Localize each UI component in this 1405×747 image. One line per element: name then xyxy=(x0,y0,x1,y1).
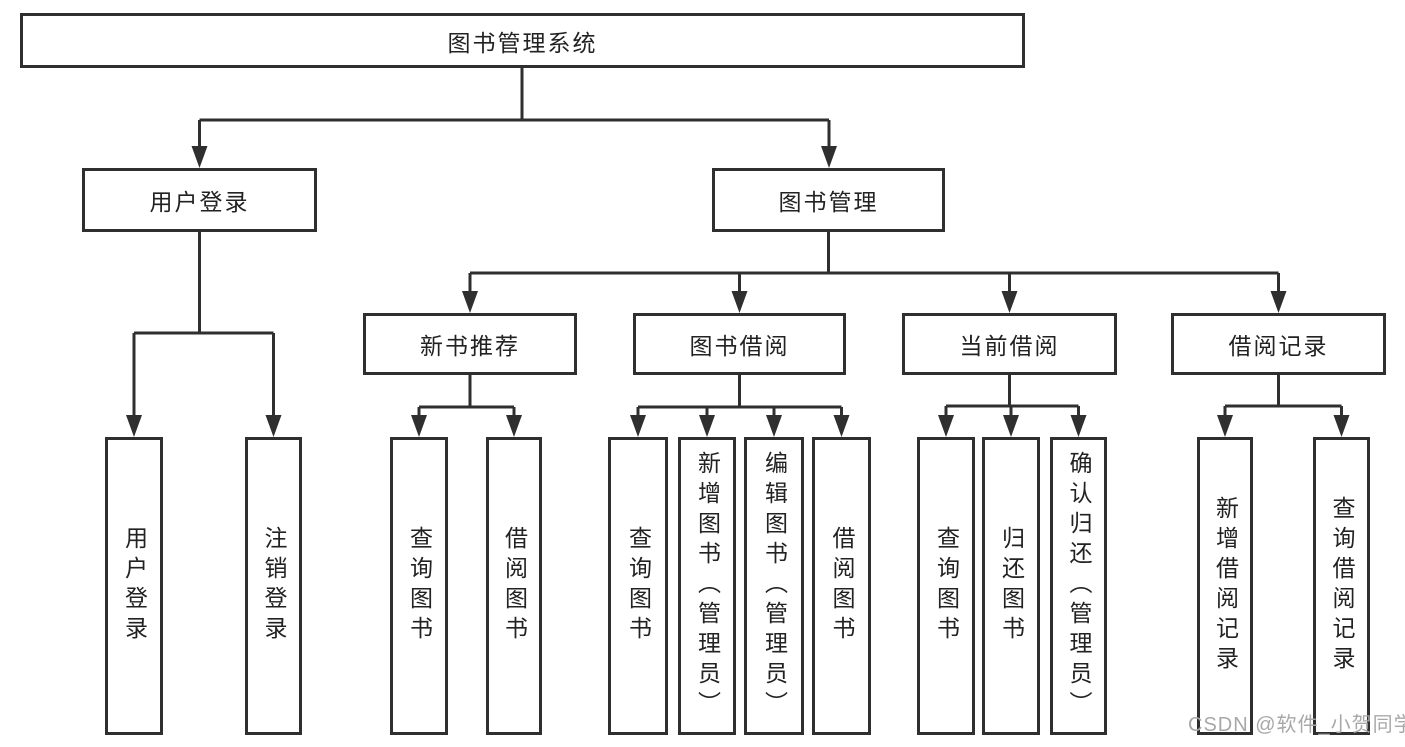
node-label: 新书推荐 xyxy=(420,333,520,359)
leaf-borrow-books: 借阅图书 xyxy=(812,437,871,735)
node-current-borrowing: 当前借阅 xyxy=(902,313,1117,375)
node-label: 借阅记录 xyxy=(1228,333,1329,359)
node-borrowing-records: 借阅记录 xyxy=(1171,313,1386,375)
watermark: CSDN @软件_小贺同学 xyxy=(1188,714,1405,736)
node-library-system: 图书管理系统 xyxy=(20,13,1025,68)
leaf-label: 归还图书 xyxy=(998,526,1025,646)
node-label: 用户登录 xyxy=(149,189,250,215)
leaf-query-borrow-record: 查询借阅记录 xyxy=(1313,437,1370,735)
node-book-borrowing: 图书借阅 xyxy=(633,313,846,375)
leaf-label: 新增借阅记录 xyxy=(1212,496,1239,676)
leaf-query-books-recommend: 查询图书 xyxy=(390,437,448,735)
node-user-login: 用户登录 xyxy=(82,168,317,232)
leaf-label: 借阅图书 xyxy=(501,526,528,646)
node-label: 当前借阅 xyxy=(959,333,1060,359)
node-label: 图书管理 xyxy=(778,189,879,215)
leaf-label: 查询图书 xyxy=(625,526,652,646)
leaf-label: 确认归还（管理员） xyxy=(1066,451,1092,721)
leaf-return-books: 归还图书 xyxy=(982,437,1040,735)
leaf-label: 查询图书 xyxy=(933,526,960,646)
leaf-label: 用户登录 xyxy=(121,526,148,646)
leaf-logout: 注销登录 xyxy=(245,437,302,735)
node-label: 图书借阅 xyxy=(689,333,790,359)
leaf-query-books-borrow: 查询图书 xyxy=(608,437,668,735)
leaf-add-books-admin: 新增图书（管理员） xyxy=(678,437,736,735)
leaf-query-books-current: 查询图书 xyxy=(917,437,975,735)
node-new-book-recommend: 新书推荐 xyxy=(363,313,577,375)
leaf-edit-books-admin: 编辑图书（管理员） xyxy=(744,437,804,735)
leaf-label: 查询图书 xyxy=(406,526,433,646)
leaf-label: 编辑图书（管理员） xyxy=(761,451,788,721)
node-label: 图书管理系统 xyxy=(447,29,598,56)
node-book-management: 图书管理 xyxy=(712,168,945,232)
leaf-label: 查询借阅记录 xyxy=(1329,496,1355,676)
leaf-user-login: 用户登录 xyxy=(105,437,163,735)
leaf-confirm-return-admin: 确认归还（管理员） xyxy=(1050,437,1107,735)
leaf-label: 注销登录 xyxy=(261,526,287,646)
leaf-borrow-books-recommend: 借阅图书 xyxy=(486,437,542,735)
leaf-add-borrow-record: 新增借阅记录 xyxy=(1197,437,1253,735)
leaf-label: 新增图书（管理员） xyxy=(694,451,721,721)
leaf-label: 借阅图书 xyxy=(829,526,855,646)
